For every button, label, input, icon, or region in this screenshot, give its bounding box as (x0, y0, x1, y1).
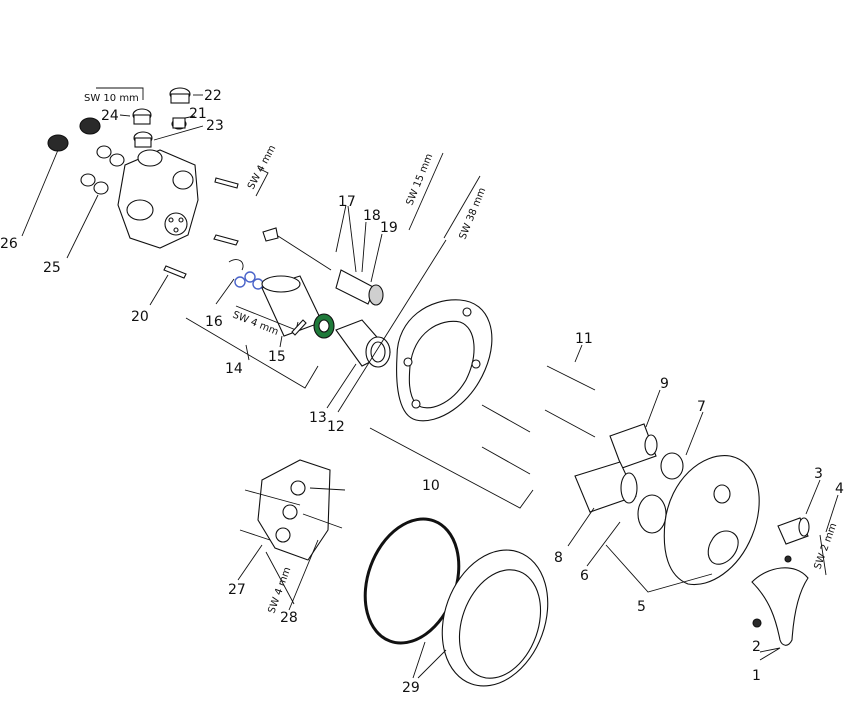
part-label-21: 21 (189, 106, 207, 122)
part-label-25: 25 (43, 260, 61, 276)
part-label-9: 9 (660, 376, 669, 392)
tool-label-sw15: SW 15 mm (405, 152, 436, 207)
part-label-19: 19 (380, 220, 398, 236)
rosette-and-screws (369, 299, 596, 509)
part-label-2: 2 (752, 639, 761, 655)
trim-group (567, 389, 839, 661)
part-label-13: 13 (309, 410, 327, 426)
part-label-17: 17 (338, 194, 356, 210)
part-label-15: 15 (268, 349, 286, 365)
part-label-23: 23 (206, 118, 224, 134)
tool-label-sw10: SW 10 mm (84, 93, 139, 104)
part-label-27: 27 (228, 582, 246, 598)
part-label-28: 28 (280, 610, 298, 626)
part-label-7: 7 (697, 399, 706, 415)
cartridge-group (185, 152, 481, 413)
valve-body-group (21, 87, 204, 306)
allen-key-sw4-top (214, 167, 269, 197)
part-label-10: 10 (422, 478, 440, 494)
part-label-26: 26 (0, 236, 18, 252)
seal-and-cover (363, 517, 549, 687)
part-label-29: 29 (402, 680, 420, 696)
part-label-14: 14 (225, 361, 243, 377)
part-label-24: 24 (101, 108, 119, 124)
part-label-12: 12 (327, 419, 345, 435)
mounting-frame-group (237, 459, 346, 611)
part-number-labels: 1 2 3 4 5 6 7 8 9 10 11 12 13 14 15 16 1… (0, 88, 844, 696)
part-label-11: 11 (575, 331, 593, 347)
part-label-22: 22 (204, 88, 222, 104)
tool-label-sw38: SW 38 mm (458, 186, 489, 241)
part-label-8: 8 (554, 550, 563, 566)
part-label-6: 6 (580, 568, 589, 584)
part-label-1: 1 (752, 668, 761, 684)
part-label-5: 5 (637, 599, 646, 615)
part-label-20: 20 (131, 309, 149, 325)
tool-label-sw4-bottom: SW 4 mm (266, 566, 293, 615)
part-label-18: 18 (363, 208, 381, 224)
part-label-16: 16 (205, 314, 223, 330)
part-label-3: 3 (814, 466, 823, 482)
tool-label-sw2: SW 2 mm (812, 522, 839, 571)
part-label-4: 4 (835, 481, 844, 497)
